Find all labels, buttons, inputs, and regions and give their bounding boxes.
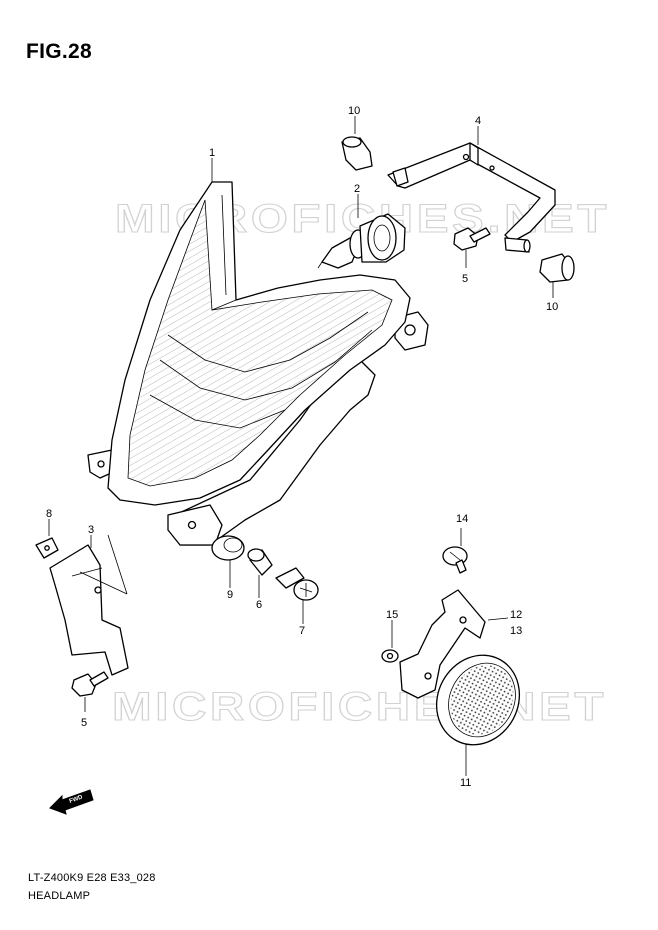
reflex-reflector [435, 654, 521, 746]
callout-13: 13 [510, 625, 522, 637]
callout-5-upper: 5 [462, 273, 468, 285]
forward-arrow-label: FWD [69, 794, 85, 805]
callout-8: 8 [46, 508, 52, 520]
callout-10-lower: 10 [546, 301, 558, 313]
forward-arrow-icon: FWD [49, 789, 94, 815]
headlamp-bulb [317, 213, 406, 269]
diagram-code: LT-Z400K9 E28 E33_028 [28, 872, 156, 884]
callout-2: 2 [354, 183, 360, 195]
callout-3: 3 [88, 524, 94, 536]
callout-14: 14 [456, 513, 468, 525]
callout-11: 11 [460, 777, 471, 789]
square-nut [35, 537, 59, 559]
callout-6: 6 [256, 599, 262, 611]
callout-12: 12 [510, 609, 522, 621]
callout-4: 4 [475, 115, 481, 127]
reflector-screw [442, 546, 468, 574]
bolt-upper [453, 227, 491, 251]
callout-7: 7 [299, 625, 305, 637]
callout-1: 1 [209, 147, 215, 159]
spacer-collar [247, 548, 273, 576]
callout-9: 9 [227, 589, 233, 601]
leader-lines [48, 116, 554, 776]
reflector-nut [381, 649, 399, 663]
headlamp-housing [87, 181, 429, 546]
callout-labels: 1 2 3 4 5 5 6 7 8 9 10 10 11 12 13 14 15 [46, 105, 558, 789]
watermark-bottom: MICROFICHES.NET [112, 685, 607, 729]
bolt-with-washer [275, 567, 319, 601]
bolt-lower [71, 671, 109, 697]
figure-title: FIG.28 [26, 40, 92, 63]
grommet-upper [341, 136, 373, 171]
rubber-grommet [211, 535, 245, 561]
grommet-lower [539, 253, 575, 283]
diagram-name: HEADLAMP [28, 890, 91, 902]
callout-15: 15 [386, 609, 398, 621]
headlamp-bracket [387, 142, 556, 253]
callout-5-lower: 5 [81, 717, 87, 729]
reflector-bracket [399, 589, 486, 699]
callout-10-upper: 10 [348, 105, 360, 117]
mounting-plate [49, 534, 129, 676]
